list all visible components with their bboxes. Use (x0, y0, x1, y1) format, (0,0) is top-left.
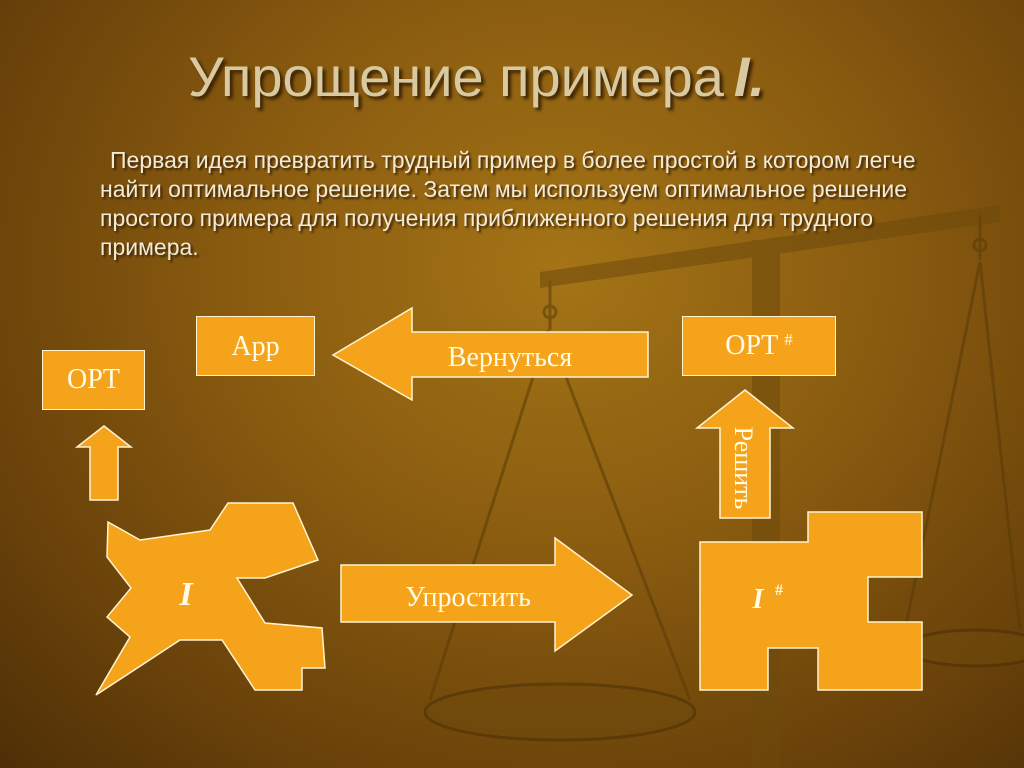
back-arrow-label: Вернуться (448, 342, 573, 373)
slide-body-text: Первая идея превратить трудный пример в … (100, 147, 916, 260)
instance-shape (95, 502, 326, 696)
simplify-arrow (340, 536, 634, 653)
opt-box: OPT (42, 350, 145, 410)
opt-hash-box-label: OPT (725, 330, 779, 361)
app-box-label: App (231, 331, 280, 362)
simplify-arrow-label: Упростить (405, 582, 531, 613)
opt-hash-box-superscript: # (784, 330, 793, 349)
slide-title-text: Упрощение примера (188, 45, 724, 108)
opt-box-label: OPT (67, 364, 120, 395)
instance-label: I (178, 576, 194, 613)
simple-instance-superscript: # (775, 582, 783, 599)
app-box: App (196, 316, 315, 376)
slide-title-numeral: I. (733, 45, 765, 108)
back-arrow (331, 306, 649, 402)
up-arrow-opt (74, 425, 134, 501)
solve-arrow (694, 389, 796, 519)
simple-instance-shape (699, 511, 923, 691)
opt-hash-box: OPT # (682, 316, 836, 376)
simple-instance-label: I (752, 584, 765, 615)
solve-arrow-label: Решить (729, 427, 758, 510)
